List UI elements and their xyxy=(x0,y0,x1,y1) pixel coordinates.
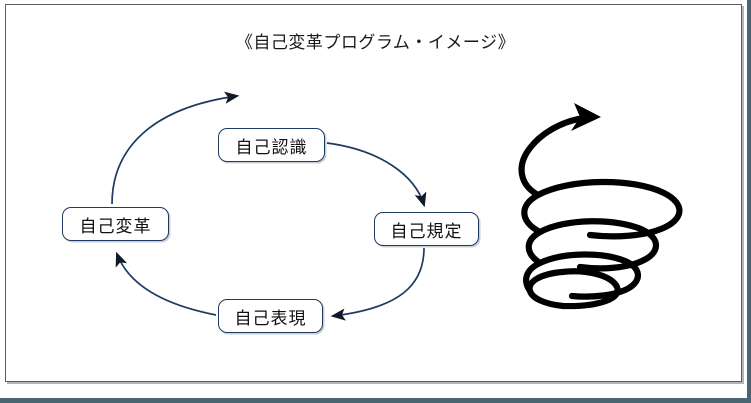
node-self-expression-label: 自己表現 xyxy=(234,308,307,329)
node-self-transform[interactable]: 自己変革 xyxy=(62,207,169,241)
node-self-awareness-label: 自己認識 xyxy=(235,137,308,158)
page-title: 《自己変革プログラム・イメージ》 xyxy=(235,33,516,53)
node-self-expression[interactable]: 自己表現 xyxy=(218,299,323,333)
diagram-frame xyxy=(5,4,742,382)
accent-bar-right xyxy=(747,0,751,403)
node-self-awareness[interactable]: 自己認識 xyxy=(218,128,325,162)
node-self-definition-label: 自己規定 xyxy=(390,221,463,242)
node-self-transform-label: 自己変革 xyxy=(79,216,152,237)
node-self-definition[interactable]: 自己規定 xyxy=(374,212,479,246)
accent-bar-bottom xyxy=(0,398,751,403)
